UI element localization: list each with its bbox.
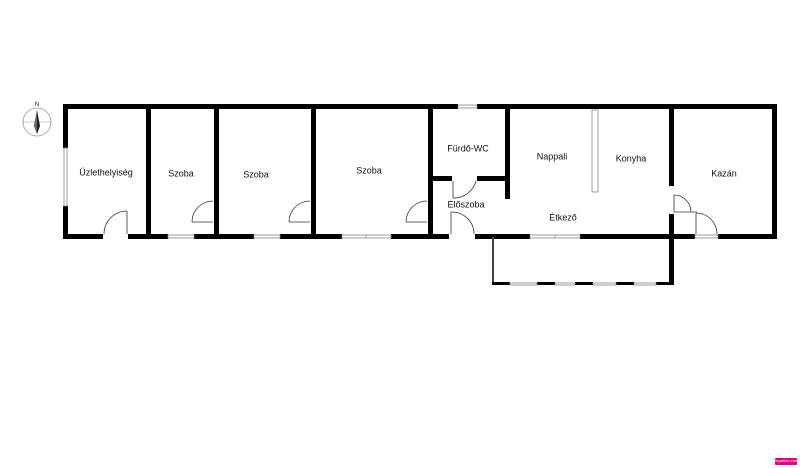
room-label-kazan: Kazán <box>711 168 737 179</box>
wall-top <box>63 104 458 109</box>
room-label-eloszoba: Előszoba <box>447 199 485 210</box>
wall-bottom-7 <box>580 234 695 239</box>
wall-bath-bottom <box>428 176 452 181</box>
room-label-nappali: Nappali <box>536 151 568 162</box>
wall-left-lower <box>63 206 68 239</box>
wall-int-2 <box>214 104 219 239</box>
window-icon <box>63 104 719 286</box>
wall-int-6 <box>669 104 674 186</box>
wall-bottom-3 <box>194 234 254 239</box>
wall-top-right <box>477 104 777 109</box>
wall-int-5 <box>505 104 510 199</box>
room-label-szoba-2: Szoba <box>243 169 269 180</box>
wall-bottom-6 <box>475 234 530 239</box>
room-label-szoba-3: Szoba <box>356 165 382 176</box>
compass-north-label: N <box>35 102 39 108</box>
compass-icon: N <box>22 102 52 137</box>
porch-bottom-5 <box>656 282 674 285</box>
porch-bottom-4 <box>616 282 634 285</box>
wall-bottom-8 <box>718 234 777 239</box>
walls <box>63 104 777 285</box>
wall-int-4 <box>428 104 433 239</box>
porch-right <box>669 237 674 285</box>
room-label-etkezo: Étkező <box>549 212 577 223</box>
door-swing-icon <box>103 180 718 235</box>
room-label-uzlethelyiseg: Üzlethelyiség <box>79 167 133 178</box>
room-label-konyha: Konyha <box>615 153 647 164</box>
watermark-badge: Ingatlan.com <box>775 458 797 465</box>
wall-int-6b <box>669 214 674 239</box>
porch-bottom-1 <box>492 282 510 285</box>
porch-bottom-2 <box>537 282 555 285</box>
wall-left-upper <box>63 104 68 148</box>
wall-bath-bottom-2 <box>477 176 510 181</box>
porch-left <box>492 237 494 285</box>
room-label-szoba-1: Szoba <box>168 168 194 179</box>
room-label-furdo-wc: Fürdő-WC <box>447 143 489 154</box>
porch-bottom-3 <box>575 282 593 285</box>
wall-int-1 <box>146 104 151 239</box>
wall-bottom-5 <box>391 234 449 239</box>
wall-int-3 <box>311 104 316 239</box>
wall-right <box>772 104 777 239</box>
wall-bottom-1 <box>63 234 103 239</box>
